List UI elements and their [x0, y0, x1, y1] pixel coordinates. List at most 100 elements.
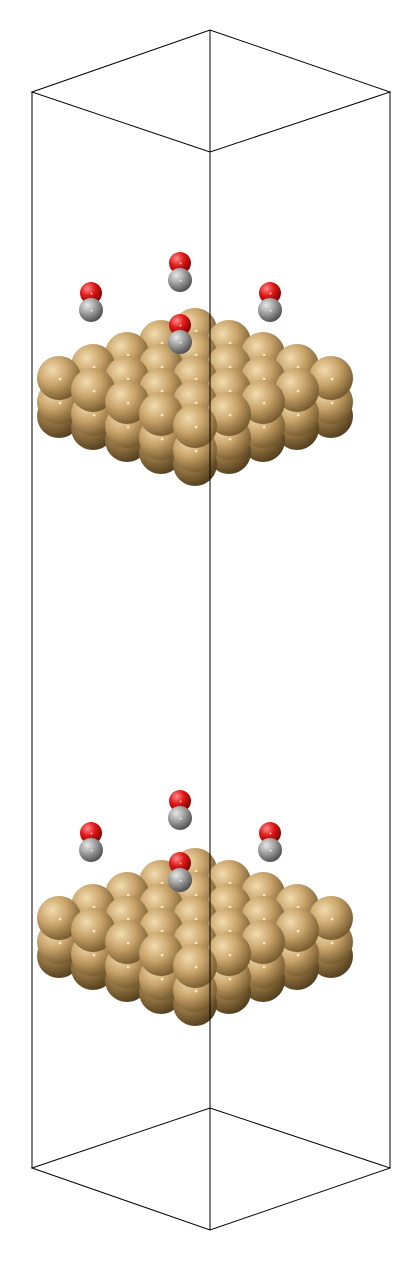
carbon-atom-highlight	[179, 817, 182, 820]
metal-atom	[71, 368, 115, 412]
metal-atom-highlight	[160, 929, 164, 933]
metal-atom-highlight	[262, 941, 266, 945]
oxygen-atom-highlight	[179, 862, 182, 865]
metal-atom-highlight	[262, 965, 266, 969]
metal-atom	[173, 944, 217, 988]
metal-atom-highlight	[160, 881, 164, 885]
metal-atom-highlight	[194, 989, 198, 993]
oxygen-atom-highlight	[90, 832, 93, 835]
metal-atom-highlight	[228, 437, 232, 441]
carbon-atom-highlight	[179, 279, 182, 282]
metal-atom-highlight	[228, 341, 232, 345]
metal-atom-highlight	[126, 401, 130, 405]
carbon-atom-highlight	[90, 309, 93, 312]
lower-slab	[37, 790, 353, 1026]
metal-atom-highlight	[228, 953, 232, 957]
metal-atom	[241, 920, 285, 964]
metal-atom-highlight	[58, 401, 62, 405]
metal-atom	[309, 356, 353, 400]
metal-atom-highlight	[92, 365, 96, 369]
metal-atom-highlight	[262, 401, 266, 405]
metal-atom-highlight	[126, 893, 130, 897]
metal-atom-highlight	[160, 365, 164, 369]
metal-atom	[37, 896, 81, 940]
oxygen-atom-highlight	[179, 800, 182, 803]
metal-atom-highlight	[92, 929, 96, 933]
metal-atom-highlight	[194, 329, 198, 333]
oxygen-atom-highlight	[269, 292, 272, 295]
metal-atom-highlight	[194, 941, 198, 945]
metal-atom-highlight	[194, 401, 198, 405]
metal-atom-highlight	[228, 881, 232, 885]
metal-atom-highlight	[126, 941, 130, 945]
upper-slab	[37, 252, 353, 486]
metal-atom-highlight	[194, 869, 198, 873]
cell-bottom-face	[30, 1107, 392, 1231]
oxygen-atom-highlight	[90, 292, 93, 295]
metal-atom-highlight	[228, 413, 232, 417]
metal-atom-highlight	[296, 929, 300, 933]
metal-atom-highlight	[92, 905, 96, 909]
metal-atom-highlight	[160, 413, 164, 417]
carbon-atom-highlight	[179, 879, 182, 882]
metal-atom-highlight	[296, 413, 300, 417]
metal-atom-highlight	[58, 941, 62, 945]
metal-atom-highlight	[160, 437, 164, 441]
metal-atom-highlight	[160, 341, 164, 345]
metal-atom-highlight	[126, 917, 130, 921]
metal-atom-highlight	[126, 425, 130, 429]
metal-atom	[309, 896, 353, 940]
carbon-atom-highlight	[269, 309, 272, 312]
metal-atom-highlight	[330, 401, 334, 405]
metal-atom-highlight	[228, 929, 232, 933]
metal-atom-highlight	[194, 917, 198, 921]
metal-atom	[207, 932, 251, 976]
metal-atom-highlight	[160, 953, 164, 957]
metal-atom-highlight	[330, 917, 334, 921]
metal-atom-highlight	[92, 953, 96, 957]
metal-atom-highlight	[194, 893, 198, 897]
metal-atom-highlight	[126, 965, 130, 969]
metal-atom-highlight	[262, 353, 266, 357]
cell-top-face	[30, 29, 392, 153]
metal-atom-highlight	[228, 977, 232, 981]
metal-atom	[275, 368, 319, 412]
metal-atom-highlight	[262, 425, 266, 429]
metal-atom-highlight	[194, 353, 198, 357]
unit-cell-box	[30, 29, 392, 1231]
metal-atom-highlight	[296, 365, 300, 369]
metal-atom-highlight	[160, 977, 164, 981]
carbon-atom-highlight	[90, 849, 93, 852]
metal-atom-highlight	[296, 953, 300, 957]
metal-atom	[207, 392, 251, 436]
metal-atom-highlight	[126, 353, 130, 357]
metal-atom-highlight	[228, 389, 232, 393]
metal-atom	[105, 380, 149, 424]
metal-atom-highlight	[194, 449, 198, 453]
metal-atom-highlight	[228, 905, 232, 909]
metal-atom-highlight	[330, 941, 334, 945]
metal-atom	[139, 932, 183, 976]
metal-atom	[139, 392, 183, 436]
metal-atom	[173, 404, 217, 448]
metal-atom-highlight	[262, 917, 266, 921]
metal-atom	[275, 908, 319, 952]
oxygen-atom-highlight	[179, 262, 182, 265]
carbon-atom-highlight	[269, 849, 272, 852]
metal-atom-highlight	[262, 893, 266, 897]
oxygen-atom-highlight	[269, 832, 272, 835]
metal-atom-highlight	[126, 377, 130, 381]
metal-atom-highlight	[296, 389, 300, 393]
carbon-atom-highlight	[179, 341, 182, 344]
metal-atom	[71, 908, 115, 952]
metal-atom-highlight	[330, 377, 334, 381]
metal-atom-highlight	[160, 905, 164, 909]
metal-atom	[241, 380, 285, 424]
metal-atom-highlight	[194, 377, 198, 381]
metal-atom-highlight	[58, 377, 62, 381]
metal-atom-highlight	[228, 365, 232, 369]
oxygen-atom-highlight	[179, 324, 182, 327]
metal-atom-highlight	[92, 413, 96, 417]
metal-atom	[105, 920, 149, 964]
metal-atom-highlight	[262, 377, 266, 381]
